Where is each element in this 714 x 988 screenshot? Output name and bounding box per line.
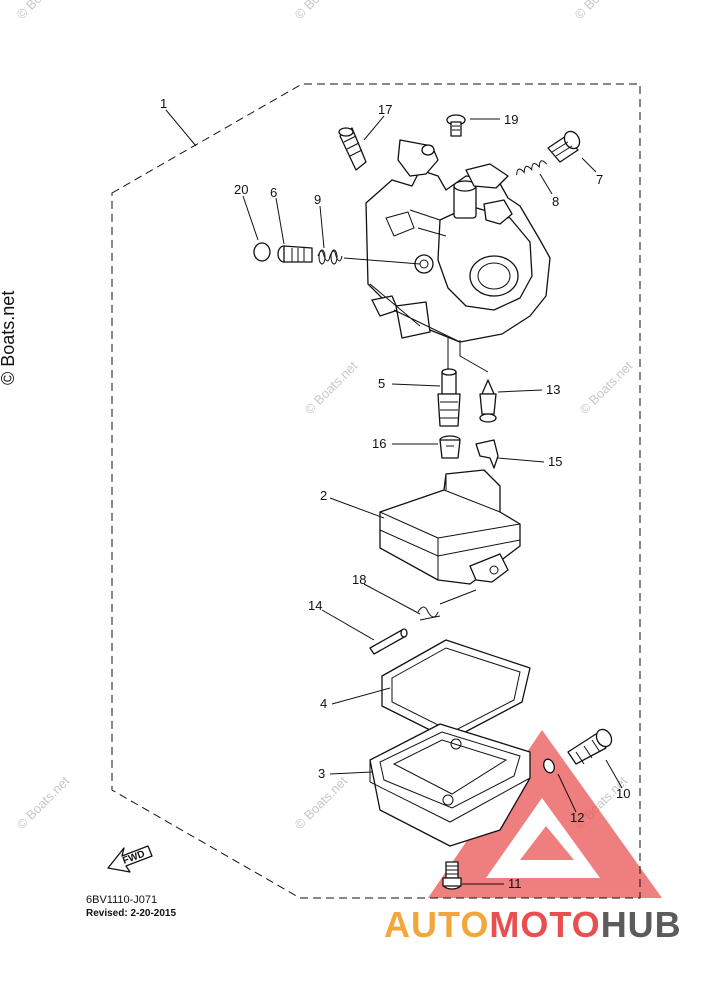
callout-16: 16 [372,436,386,451]
callout-2: 2 [320,488,327,503]
side-watermark: © Boats.net [0,290,18,385]
callout-8: 8 [552,194,559,209]
watermark: © Boats.net [572,0,631,22]
callout-9: 9 [314,192,321,207]
watermark: © Boats.net [577,358,636,417]
axis-line [343,257,421,265]
callout-5: 5 [378,376,385,391]
revision-date: Revised: 2-20-2015 [86,908,177,919]
fwd-label: FWD [121,849,146,867]
plug-cap [253,242,271,262]
needle-valve [479,379,497,423]
callout-19: 19 [504,112,518,127]
callout-17: 17 [378,102,392,117]
diagram-code: 6BV1110-J071 [86,894,158,906]
watermark: © Boats.net [302,358,361,417]
watermark: © Boats.net [292,773,351,832]
callout-10: 10 [616,786,630,801]
float-pin-clip [417,589,477,621]
brand-logo-text[interactable]: AUTOMOTOHUB [384,904,682,946]
callout-labels: 1 17 19 7 8 20 6 9 5 13 16 15 2 18 14 4 … [160,96,630,891]
leader-lines [165,109,623,885]
callout-7: 7 [596,172,603,187]
pilot-screw [277,245,313,263]
throttle-stop-spring [516,160,548,176]
brand-part-2: MOTO [489,904,601,945]
screw-19 [446,114,466,137]
fwd-arrow-icon: FWD [107,845,153,873]
callout-13: 13 [546,382,560,397]
callout-14: 14 [308,598,322,613]
callout-15: 15 [548,454,562,469]
brand-part-3: HUB [600,904,682,945]
watermark: © Boats.net [292,0,351,22]
float-chamber [369,723,531,847]
diagram-code-block: 6BV1110-J071 Revised: 2-20-2015 [86,893,176,921]
main-jet [439,435,461,459]
throttle-stop-screw [547,130,581,163]
pilot-screw-spring [317,249,343,265]
drain-screw [567,728,613,765]
callout-12: 12 [570,810,584,825]
float-chamber-gasket [381,639,531,741]
axis-line [447,338,489,373]
main-nozzle [437,368,461,427]
float-pin [369,628,408,655]
assembly-boundary [111,83,641,899]
chamber-screw [442,861,462,890]
callout-20: 20 [234,182,248,197]
callout-11: 11 [508,876,522,891]
watermark: © Boats.net [14,0,73,22]
drain-screw-oring [543,758,555,774]
callout-3: 3 [318,766,325,781]
watermark: © Boats.net [14,773,73,832]
pilot-jet [338,127,367,171]
brand-part-1: AUTO [384,904,490,945]
callout-18: 18 [352,572,366,587]
callout-4: 4 [320,696,327,711]
brand-logo-triangle [428,730,662,898]
callout-1: 1 [160,96,167,111]
needle-clip [475,439,499,469]
float [379,469,521,585]
callout-6: 6 [270,185,277,200]
carburetor-body [365,139,551,343]
